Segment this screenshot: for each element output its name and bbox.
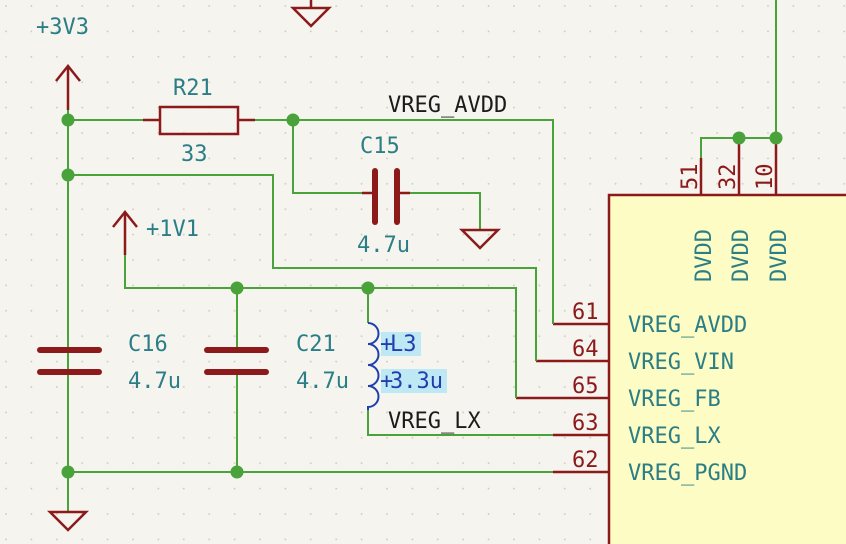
- ground-symbol-main[interactable]: [46, 510, 90, 532]
- ic-pin-63-name: VREG_LX: [628, 424, 721, 449]
- l3-ref: L3: [390, 332, 417, 357]
- junction-dot: [230, 281, 244, 295]
- l3-ref-highlight: [381, 332, 421, 356]
- ic-pin-51-name: DVDD: [692, 229, 717, 282]
- ic-pin-32-number: 32: [716, 164, 741, 191]
- ground-symbol-c15[interactable]: [458, 228, 502, 250]
- wire-vreg-lx: [367, 410, 553, 436]
- ic-pin-61-name: VREG_AVDD: [628, 313, 747, 338]
- junction-dot: [61, 168, 75, 182]
- power-symbol-3v3[interactable]: +3V3: [36, 15, 89, 110]
- ic-pin-62-name: VREG_PGND: [628, 461, 747, 486]
- junction-dot: [732, 131, 746, 145]
- ic-pin-61-number: 61: [572, 300, 599, 325]
- junctions: [61, 113, 783, 479]
- power-symbol-1v1[interactable]: +1V1: [112, 209, 199, 255]
- junction-dot: [361, 281, 375, 295]
- c15-ref: C15: [360, 134, 400, 159]
- power-label-1v1: +1V1: [146, 217, 199, 242]
- net-label-vreg-avdd[interactable]: VREG_AVDD: [388, 93, 507, 118]
- l3-value-highlight: [381, 369, 447, 393]
- wire-vreg-avdd: [293, 119, 554, 324]
- ic-pin-10-number: 10: [753, 164, 778, 191]
- ic-regulator[interactable]: 51 32 10 DVDD DVDD DVDD 61 64 65 63 62 V…: [516, 138, 846, 544]
- l3-anchor-icon: +: [380, 332, 393, 357]
- c15-value: 4.7u: [357, 233, 410, 258]
- wire-vreg-vin: [68, 174, 537, 361]
- ground-icon: [458, 228, 502, 250]
- wire-dvdd-bus: [700, 137, 776, 158]
- junction-dot: [230, 465, 244, 479]
- c21-value: 4.7u: [296, 369, 349, 394]
- ic-pin-62-number: 62: [572, 448, 599, 473]
- ic-pin-65-name: VREG_FB: [628, 387, 721, 412]
- r21-ref: R21: [173, 76, 213, 101]
- ic-pin-64-name: VREG_VIN: [628, 350, 734, 375]
- junction-dot: [286, 113, 300, 127]
- wire-c15-left: [292, 120, 362, 194]
- wires: [67, 0, 777, 512]
- net-label-vreg-lx[interactable]: VREG_LX: [388, 409, 481, 434]
- c16-value: 4.7u: [128, 369, 181, 394]
- capacitor-c21[interactable]: C21 4.7u: [204, 332, 349, 394]
- ic-pin-51-number: 51: [678, 164, 703, 191]
- power-label-3v3: +3V3: [36, 15, 89, 40]
- ground-icon: [46, 510, 90, 532]
- ic-pin-65-number: 65: [572, 374, 599, 399]
- l3-anchor-icon: +: [380, 369, 393, 394]
- l3-value: 3.3u: [390, 369, 443, 394]
- capacitor-c16[interactable]: C16 4.7u: [37, 332, 181, 394]
- ic-pin-32-name: DVDD: [729, 229, 754, 282]
- ic-pin-63-number: 63: [572, 411, 599, 436]
- r21-value: 33: [181, 142, 208, 167]
- ground-icon: [289, 6, 333, 28]
- c16-ref: C16: [128, 332, 168, 357]
- junction-dot: [769, 131, 783, 145]
- inductor-icon: [367, 322, 380, 410]
- wire-c15-right: [410, 192, 481, 230]
- ic-pin-10-name: DVDD: [767, 229, 792, 282]
- c21-ref: C21: [296, 332, 336, 357]
- ic-body: [607, 193, 846, 544]
- ic-pin-64-number: 64: [572, 337, 599, 362]
- ground-symbol-top[interactable]: [289, 0, 333, 28]
- resistor-r21[interactable]: R21 33: [143, 76, 255, 167]
- capacitor-c15[interactable]: C15 4.7u: [357, 134, 410, 258]
- junction-dot: [61, 465, 75, 479]
- inductor-l3[interactable]: + + L3 3.3u: [367, 322, 447, 410]
- junction-dot: [61, 113, 75, 127]
